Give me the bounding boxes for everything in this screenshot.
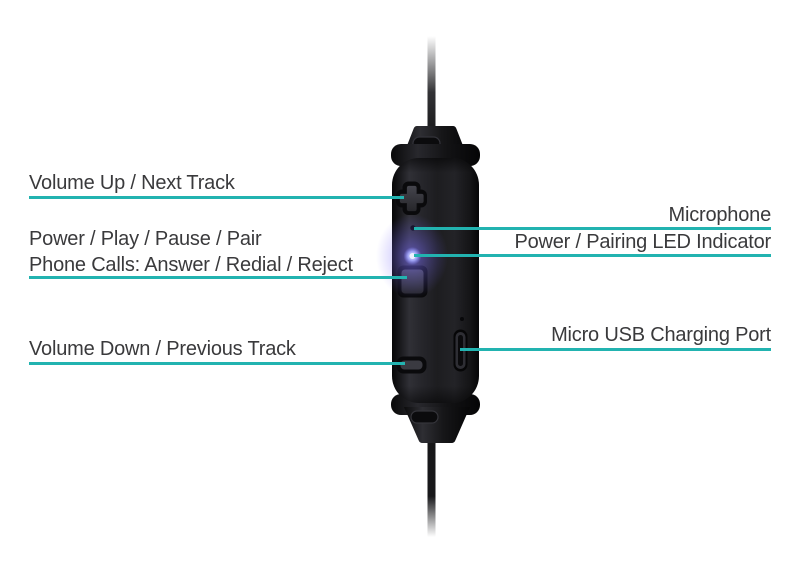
volume-up-button	[396, 181, 427, 215]
volume-down-button	[396, 356, 427, 374]
strain-relief-bottom	[391, 394, 480, 443]
label-led: Power / Pairing LED Indicator	[514, 231, 771, 253]
strain-relief-bottom-slot	[410, 410, 439, 424]
cable-bottom	[427, 435, 436, 537]
label-power: Power / Play / Pause / Pair Phone Calls:…	[29, 226, 353, 278]
label-power-line2: Phone Calls: Answer / Redial / Reject	[29, 254, 353, 276]
callout-line-usb	[460, 348, 771, 351]
callout-line-led	[414, 254, 771, 257]
callout-line-volume-up	[29, 196, 404, 199]
callout-line-power	[29, 276, 407, 279]
label-volume-down: Volume Down / Previous Track	[29, 338, 296, 360]
label-usb: Micro USB Charging Port	[551, 324, 771, 346]
label-volume-up: Volume Up / Next Track	[29, 172, 235, 194]
inline-remote-illustration	[376, 36, 480, 537]
callout-line-microphone	[414, 227, 771, 230]
cable-top	[427, 36, 436, 138]
label-power-line1: Power / Play / Pause / Pair	[29, 228, 262, 250]
callout-line-volume-down	[29, 362, 405, 365]
label-microphone: Microphone	[668, 204, 771, 226]
usb-pin-hole	[460, 317, 464, 321]
